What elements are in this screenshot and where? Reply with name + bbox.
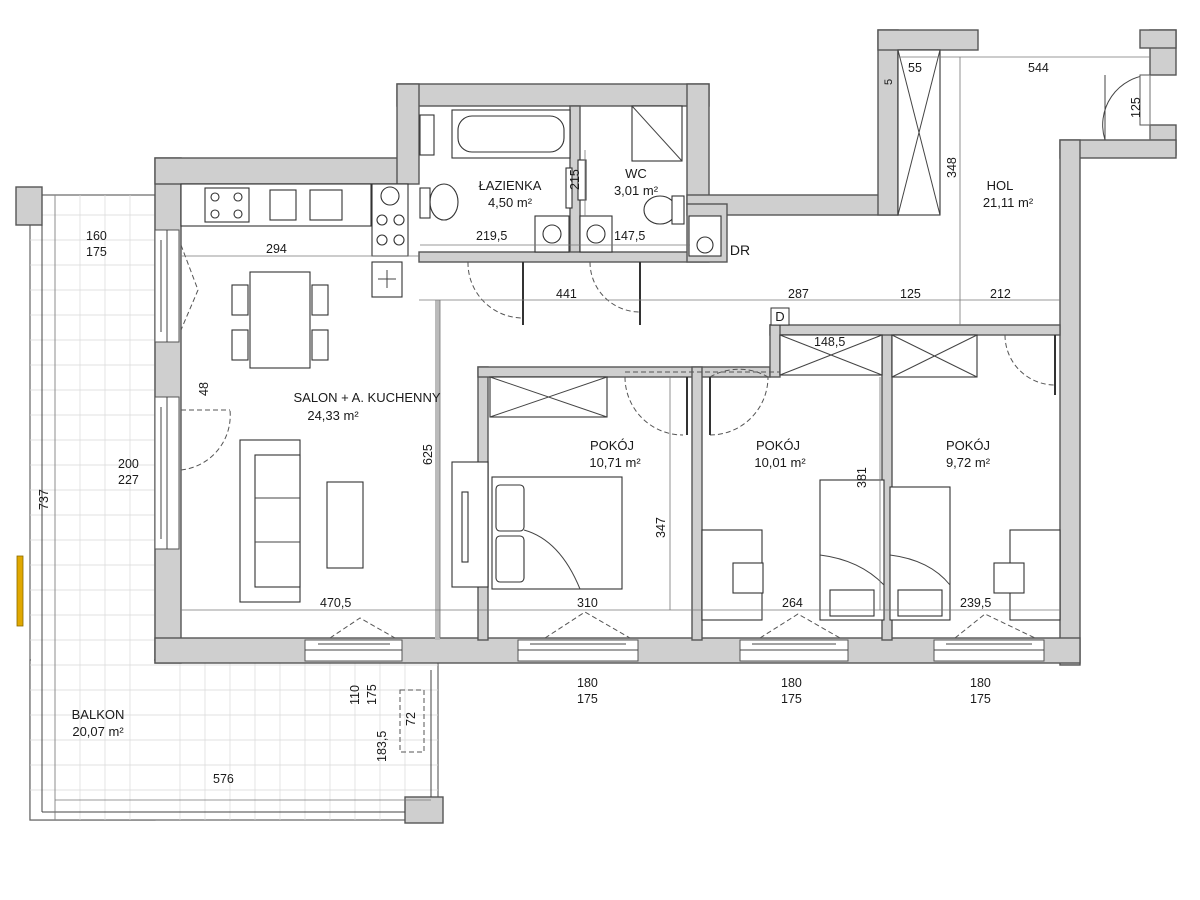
dim-125-door: 125 <box>1129 97 1143 118</box>
dimension-lines <box>181 56 1151 638</box>
dim-348: 348 <box>945 157 959 178</box>
room-dr-label: DR <box>730 242 750 258</box>
dim-625: 625 <box>421 444 435 465</box>
dim-window3-175: 175 <box>970 692 991 706</box>
dim-310: 310 <box>577 596 598 610</box>
dim-147-5: 147,5 <box>614 229 645 243</box>
dim-470-5: 470,5 <box>320 596 351 610</box>
room-hol-name: HOL <box>987 178 1014 193</box>
dim-381: 381 <box>855 467 869 488</box>
dim-347: 347 <box>654 517 668 538</box>
room-salon-area: 24,33 m² <box>307 408 359 423</box>
dim-215: 215 <box>568 169 582 190</box>
room-d-label: D <box>775 309 784 324</box>
dim-5: 5 <box>883 79 895 85</box>
dim-175-window: 175 <box>365 684 379 705</box>
room-pokoj2-area: 10,01 m² <box>754 455 806 470</box>
door-swings <box>440 261 1060 436</box>
room-wc-name: WC <box>625 166 647 181</box>
dim-287: 287 <box>788 287 809 301</box>
dim-227: 227 <box>118 473 139 487</box>
room-salon-name: SALON + A. KUCHENNY <box>293 390 440 405</box>
dim-576: 576 <box>213 772 234 786</box>
beds <box>491 476 951 621</box>
windows <box>160 230 1044 651</box>
dim-200: 200 <box>118 457 139 471</box>
dim-window2-180: 180 <box>781 676 802 690</box>
dim-183-5: 183,5 <box>375 731 389 762</box>
balcony-storage <box>399 689 425 753</box>
dim-441: 441 <box>556 287 577 301</box>
balcony <box>15 186 444 824</box>
dim-window2-175: 175 <box>781 692 802 706</box>
dim-window1-175: 175 <box>577 692 598 706</box>
door-leaves <box>522 262 1056 435</box>
dim-160: 160 <box>86 229 107 243</box>
dim-294: 294 <box>266 242 287 256</box>
wardrobe <box>451 461 489 588</box>
room-pokoj1-name: POKÓJ <box>590 438 634 453</box>
dim-212: 212 <box>990 287 1011 301</box>
room-balkon-area: 20,07 m² <box>72 724 124 739</box>
coffee-table <box>326 481 364 569</box>
bedroom-wardrobes <box>489 334 978 418</box>
room-pokoj3-name: POKÓJ <box>946 438 990 453</box>
room-pokoj2-name: POKÓJ <box>756 438 800 453</box>
wc-fixtures <box>577 105 685 253</box>
bathroom-fixtures <box>419 109 573 253</box>
dim-737: 737 <box>37 489 51 510</box>
hall-wardrobe <box>897 49 941 216</box>
room-wc-area: 3,01 m² <box>614 183 659 198</box>
entry-door <box>1102 74 1151 141</box>
room-lazienka-area: 4,50 m² <box>488 195 533 210</box>
room-pokoj1-area: 10,71 m² <box>589 455 641 470</box>
dim-110: 110 <box>348 685 362 705</box>
dim-219-5: 219,5 <box>476 229 507 243</box>
room-lazienka-name: ŁAZIENKA <box>479 178 542 193</box>
dim-55: 55 <box>908 61 922 75</box>
dim-544: 544 <box>1028 61 1049 75</box>
dim-239-5: 239,5 <box>960 596 991 610</box>
room-pokoj3-area: 9,72 m² <box>946 455 991 470</box>
balcony-marker <box>16 555 24 627</box>
desks <box>701 529 1061 621</box>
dim-72: 72 <box>404 712 418 726</box>
dim-148-5: 148,5 <box>814 335 845 349</box>
dim-window1-180: 180 <box>577 676 598 690</box>
dimensions: 160 175 294 215 219,5 147,5 5 55 544 125… <box>37 61 1143 786</box>
kitchen-counter <box>180 183 409 298</box>
dining-table <box>231 271 329 369</box>
dim-264: 264 <box>782 596 803 610</box>
room-balkon-name: BALKON <box>72 707 125 722</box>
dim-175-balcony-door: 175 <box>86 245 107 259</box>
dim-48: 48 <box>197 382 211 396</box>
room-hol-area: 21,11 m² <box>983 195 1034 210</box>
dim-window3-180: 180 <box>970 676 991 690</box>
sofa <box>239 439 364 603</box>
dim-125: 125 <box>900 287 921 301</box>
window-swings <box>180 244 1036 639</box>
